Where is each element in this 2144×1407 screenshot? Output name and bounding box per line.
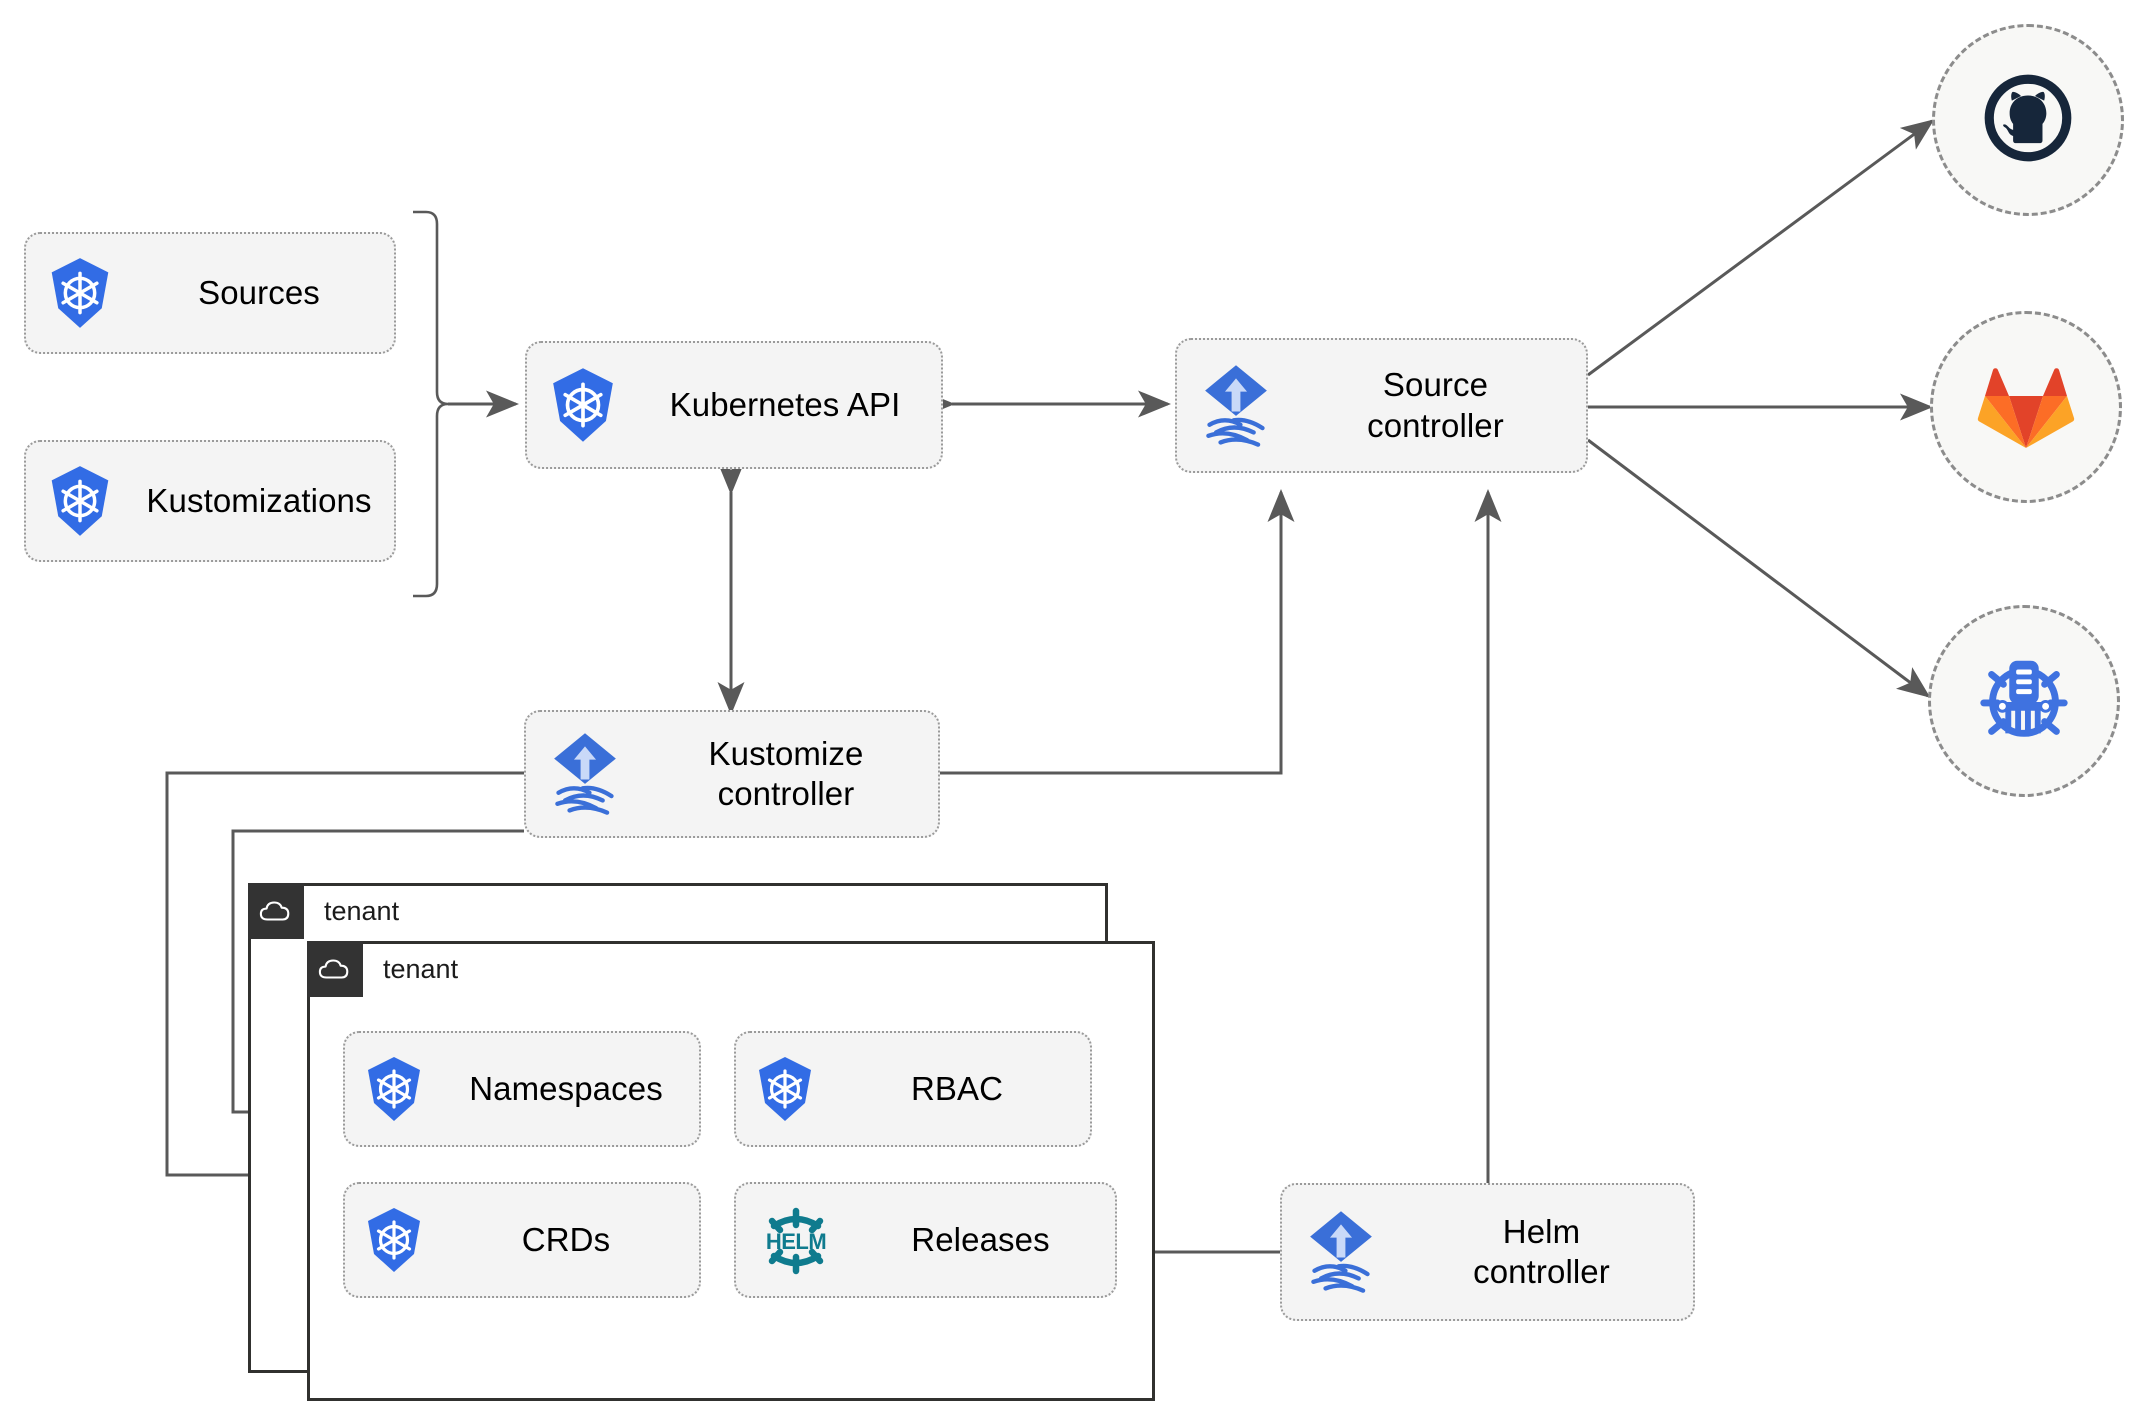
node-kubernetes-api[interactable]: Kubernetes API bbox=[525, 341, 943, 469]
node-sources[interactable]: Sources bbox=[24, 232, 396, 354]
kubernetes-icon bbox=[26, 256, 134, 330]
node-kustomizations[interactable]: Kustomizations bbox=[24, 440, 396, 562]
tenant-name: tenant bbox=[383, 953, 459, 984]
node-label: RBAC bbox=[910, 1069, 1004, 1107]
kubernetes-icon bbox=[736, 1055, 834, 1123]
cloud-icon bbox=[248, 883, 304, 939]
node-label: Helm controller bbox=[1473, 1212, 1610, 1290]
node-label: Kustomize controller bbox=[708, 734, 864, 812]
node-helm-controller[interactable]: Helm controller bbox=[1280, 1183, 1695, 1321]
kubernetes-icon bbox=[345, 1206, 443, 1274]
node-label: Kustomizations bbox=[146, 481, 372, 519]
edge-source-to-bucket bbox=[1587, 438, 1931, 698]
flux-icon bbox=[526, 731, 644, 817]
tenant-header: tenant bbox=[307, 941, 458, 997]
github-icon bbox=[1977, 67, 2079, 174]
node-kustomize-controller[interactable]: Kustomize controller bbox=[524, 710, 940, 838]
node-label: Sources bbox=[198, 273, 320, 311]
repo-helm-bucket[interactable] bbox=[1928, 605, 2120, 797]
edge-kustomize-to-source bbox=[940, 489, 1295, 775]
helm-bucket-icon bbox=[1970, 645, 2078, 758]
repo-github[interactable] bbox=[1932, 24, 2124, 216]
flux-icon bbox=[1177, 363, 1295, 449]
edge-source-to-github bbox=[1587, 119, 1935, 377]
repo-gitlab[interactable] bbox=[1930, 311, 2122, 503]
tenant-container-2[interactable]: tenant bbox=[307, 941, 1155, 1401]
node-label: Namespaces bbox=[469, 1069, 663, 1107]
flux-icon bbox=[1282, 1209, 1400, 1295]
tenant-header: tenant bbox=[248, 883, 399, 939]
kubernetes-icon bbox=[345, 1055, 443, 1123]
node-rbac[interactable]: RBAC bbox=[734, 1031, 1092, 1147]
helm-icon: HELM bbox=[736, 1199, 856, 1281]
kubernetes-icon bbox=[527, 366, 639, 444]
node-label: Source controller bbox=[1367, 366, 1504, 444]
node-label: Releases bbox=[911, 1220, 1050, 1258]
node-releases[interactable]: HELM Releases bbox=[734, 1182, 1117, 1298]
input-brace bbox=[413, 210, 449, 598]
kubernetes-icon bbox=[26, 464, 134, 538]
node-label: CRDs bbox=[521, 1220, 611, 1258]
node-namespaces[interactable]: Namespaces bbox=[343, 1031, 701, 1147]
node-label: Kubernetes API bbox=[669, 385, 901, 423]
cloud-icon bbox=[307, 941, 363, 997]
tenant-name: tenant bbox=[324, 895, 400, 926]
svg-text:HELM: HELM bbox=[766, 1229, 826, 1254]
node-crds[interactable]: CRDs bbox=[343, 1182, 701, 1298]
gitlab-icon bbox=[1976, 358, 2076, 457]
node-source-controller[interactable]: Source controller bbox=[1175, 338, 1588, 473]
